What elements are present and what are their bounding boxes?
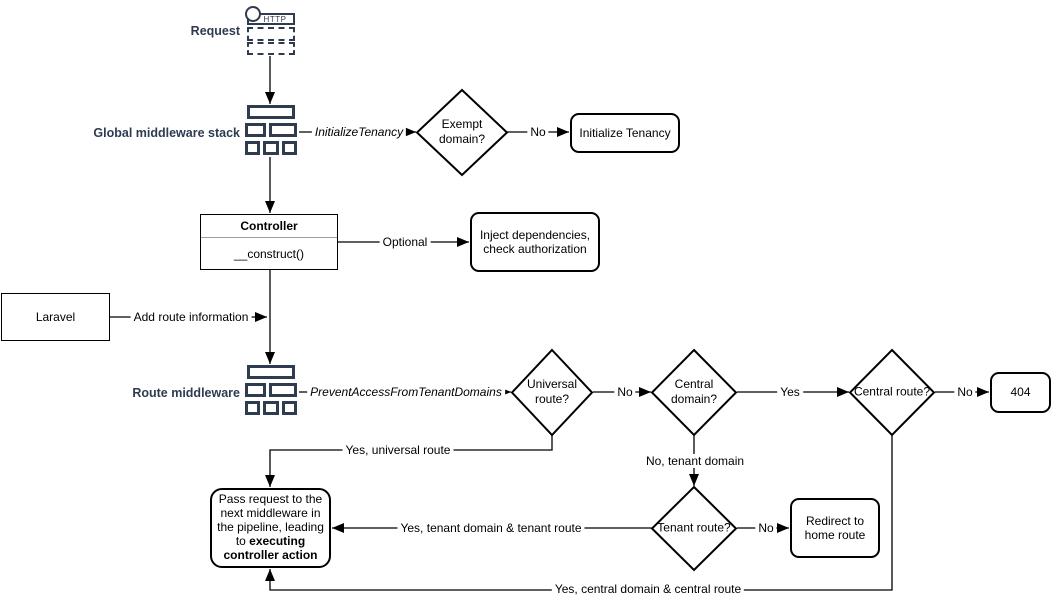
- middleware-cell: [247, 105, 295, 119]
- decision-tenant-route-shape: [650, 485, 738, 572]
- decision-tenant-route-label: Tenant route?: [657, 520, 731, 535]
- request-payload-top: [247, 27, 295, 41]
- edge-label-yes-tenant-domain-route: Yes, tenant domain & tenant route: [397, 521, 585, 535]
- request-payload-bottom: [247, 42, 295, 55]
- edge-label-prevent-access: PreventAccessFromTenantDomains: [307, 385, 505, 399]
- laravel-node: Laravel: [1, 293, 110, 341]
- edge-label-universal-no: No: [614, 385, 636, 399]
- redirect-home-node: Redirect to home route: [790, 498, 880, 558]
- route-middleware-icon: [245, 365, 297, 417]
- decision-central-domain-shape: [650, 348, 738, 437]
- middleware-cell: [245, 383, 266, 397]
- http-protocol-label: HTTP: [263, 14, 287, 24]
- decision-exempt-domain-shape: [415, 88, 509, 177]
- global-middleware-stack-label: Global middleware stack: [93, 126, 240, 140]
- decision-universal-route-shape: [510, 348, 594, 437]
- edge-label-central-domain-yes: Yes: [777, 385, 803, 399]
- middleware-cell: [269, 383, 297, 397]
- decision-universal-route-label: Universal route?: [526, 377, 577, 406]
- controller-constructor: __construct(): [233, 246, 305, 261]
- edge-label-yes-universal-route: Yes, universal route: [342, 443, 454, 457]
- edge-label-add-route-information: Add route information: [130, 310, 252, 324]
- edge-label-yes-central-domain-route: Yes, central domain & central route: [551, 582, 745, 596]
- middleware-cell: [247, 365, 295, 379]
- middleware-cell: [263, 141, 279, 155]
- decision-central-domain-label: Central domain?: [670, 377, 718, 406]
- edge-label-no-tenant-domain: No, tenant domain: [642, 454, 748, 468]
- pass-request-bold: executing controller action: [223, 533, 318, 562]
- decision-central-route-shape: [848, 348, 936, 437]
- http-request-icon: HTTP: [245, 6, 297, 56]
- decision-central-route-label: Central route?: [853, 384, 931, 399]
- request-circle-icon: [245, 6, 261, 22]
- middleware-cell: [245, 401, 261, 415]
- middleware-cell: [281, 141, 297, 155]
- middleware-cell: [281, 401, 297, 415]
- pass-request-node: Pass request to the next middleware in t…: [210, 488, 331, 568]
- not-found-node: 404: [990, 372, 1051, 413]
- controller-title: Controller: [201, 215, 337, 238]
- middleware-cell: [245, 141, 261, 155]
- inject-dependencies-node: Inject dependencies, check authorization: [470, 212, 600, 272]
- request-label: Request: [190, 24, 240, 38]
- middleware-cell: [269, 123, 297, 137]
- edge-label-exempt-no: No: [527, 125, 549, 139]
- edge-label-optional: Optional: [379, 235, 431, 249]
- middleware-cell: [245, 123, 266, 137]
- controller-node: Controller __construct(): [200, 214, 338, 270]
- edge-label-tenant-no: No: [755, 521, 777, 535]
- global-middleware-stack-icon: [245, 105, 297, 157]
- initialize-tenancy-node: Initialize Tenancy: [570, 113, 680, 153]
- middleware-cell: [263, 401, 279, 415]
- decision-exempt-domain-label: Exempt domain?: [438, 117, 486, 146]
- edge-label-initialize-tenancy: InitializeTenancy: [311, 125, 407, 139]
- route-middleware-label: Route middleware: [132, 386, 240, 400]
- pass-request-text: Pass request to the next middleware in t…: [215, 492, 326, 563]
- pass-request-prefix: Pass request to the next middleware in t…: [217, 492, 324, 548]
- edge-label-central-route-no: No: [954, 385, 976, 399]
